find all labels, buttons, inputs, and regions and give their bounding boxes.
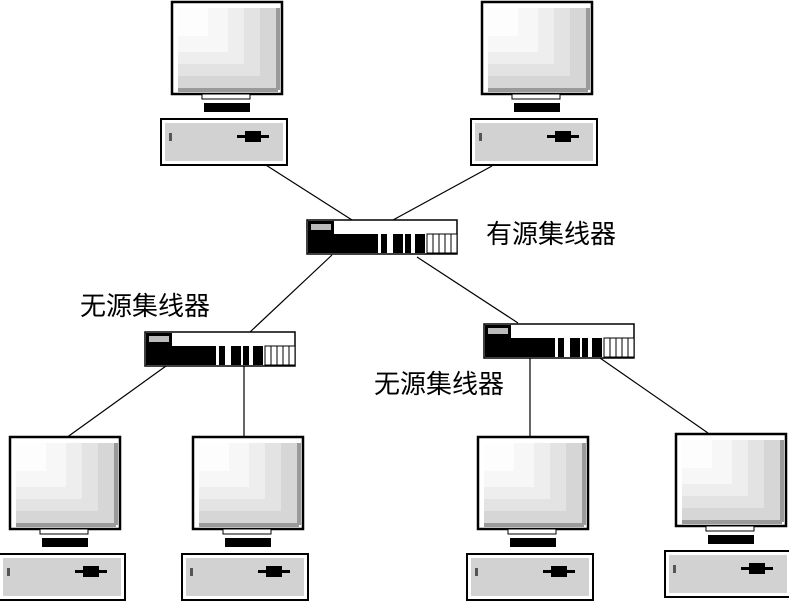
edge-topright-activehub	[392, 165, 493, 221]
passive-hub-left	[144, 331, 296, 367]
edge-activehub-rightpassive	[416, 256, 519, 324]
computer-top-left	[159, 0, 289, 167]
computer-bottom-1	[0, 435, 127, 602]
active-hub	[306, 219, 458, 255]
active-hub-label: 有源集线器	[486, 220, 617, 250]
edge-leftpassive-bottom1	[65, 365, 167, 439]
connections	[65, 159, 709, 439]
passive-hub-right-label: 无源集线器	[374, 370, 505, 400]
passive-hub-right	[483, 323, 635, 359]
computer-bottom-3	[465, 435, 595, 602]
passive-hub-left-label: 无源集线器	[80, 292, 211, 322]
computer-top-right	[469, 0, 599, 167]
edge-activehub-leftpassive	[249, 254, 333, 333]
edge-rightpassive-bottom4	[599, 357, 709, 434]
computer-bottom-2	[180, 435, 310, 602]
edge-topleft-activehub	[257, 159, 353, 221]
computer-bottom-4	[663, 432, 789, 599]
